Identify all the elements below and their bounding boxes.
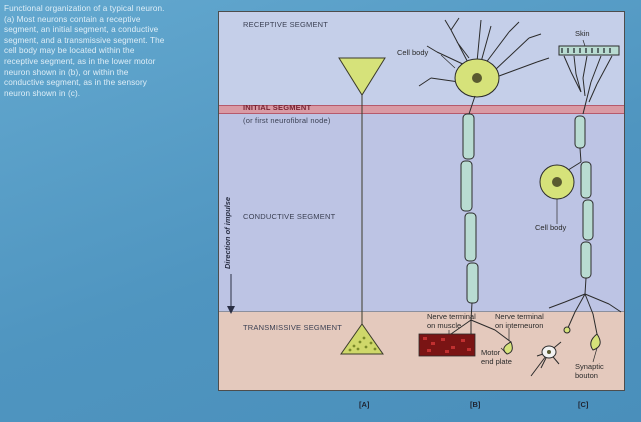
- caption-line: segment, an initial segment, a conductiv…: [4, 25, 159, 35]
- receptive-segment-band: [219, 12, 624, 105]
- caption-line: segment, and a transmissive segment. The: [4, 35, 165, 45]
- synaptic-bouton-label: Synaptic bouton: [575, 362, 604, 380]
- muscle-block: [418, 333, 476, 357]
- annotation-line: on interneuron: [495, 320, 544, 330]
- neuron-diagram: RECEPTIVE SEGMENT INITIAL SEGMENT (or fi…: [218, 11, 625, 413]
- neuron-a-schematic: [338, 57, 386, 355]
- caption-line: (a) Most neurons contain a receptive: [4, 14, 141, 24]
- annotation-line: bouton: [575, 370, 598, 380]
- motor-end-plate-label: Motor end plate: [481, 348, 512, 366]
- annotation-line: on muscle: [427, 320, 462, 330]
- neuron-b-motor: [418, 17, 550, 355]
- direction-arrow-icon: [227, 274, 235, 314]
- neuron-c-sensory: [530, 45, 622, 377]
- caption-line: neuron shown in (c).: [4, 88, 81, 98]
- annotation-line: end plate: [481, 356, 512, 366]
- initial-segment-sublabel: (or first neurofibral node): [243, 116, 331, 125]
- panel-tag-b: [B]: [470, 400, 481, 409]
- initial-segment-band: [219, 105, 624, 114]
- conductive-segment-band: [219, 114, 624, 312]
- initial-segment-label: INITIAL SEGMENT: [243, 103, 312, 112]
- annotation-line: Nerve terminal: [427, 312, 476, 321]
- nerve-terminal-interneuron-label: Nerve terminal on interneuron: [495, 312, 544, 330]
- caption-line: Functional organization of a typical neu…: [4, 4, 165, 13]
- caption-line: conductive segment, as in the sensory: [4, 78, 147, 88]
- conductive-segment-label: CONDUCTIVE SEGMENT: [243, 212, 336, 221]
- caption-line: neuron shown in (b), or within the: [4, 67, 129, 77]
- panel-tag-a: [A]: [359, 400, 370, 409]
- caption-line: receptive segment, as in the lower motor: [4, 56, 156, 66]
- panel-tag-c: [C]: [578, 400, 589, 409]
- annotation-line: Nerve terminal: [495, 312, 544, 321]
- skin-label: Skin: [575, 29, 590, 38]
- cell-body-b-label: Cell body: [397, 48, 429, 57]
- nerve-terminal-muscle-label: Nerve terminal on muscle: [427, 312, 476, 330]
- transmissive-segment-label: TRANSMISSIVE SEGMENT: [243, 323, 343, 332]
- caption-line: cell body may be located within the: [4, 46, 135, 56]
- annotation-line: Synaptic: [575, 362, 604, 371]
- leader-lines: [440, 39, 598, 363]
- diagram-panel: RECEPTIVE SEGMENT INITIAL SEGMENT (or fi…: [218, 11, 625, 391]
- cell-body-c-label: Cell body: [535, 223, 567, 232]
- receptive-segment-label: RECEPTIVE SEGMENT: [243, 20, 329, 29]
- figure-caption: Functional organization of a typical neu…: [4, 4, 214, 99]
- annotation-line: Motor: [481, 348, 501, 357]
- neurons-illustration: [338, 17, 622, 377]
